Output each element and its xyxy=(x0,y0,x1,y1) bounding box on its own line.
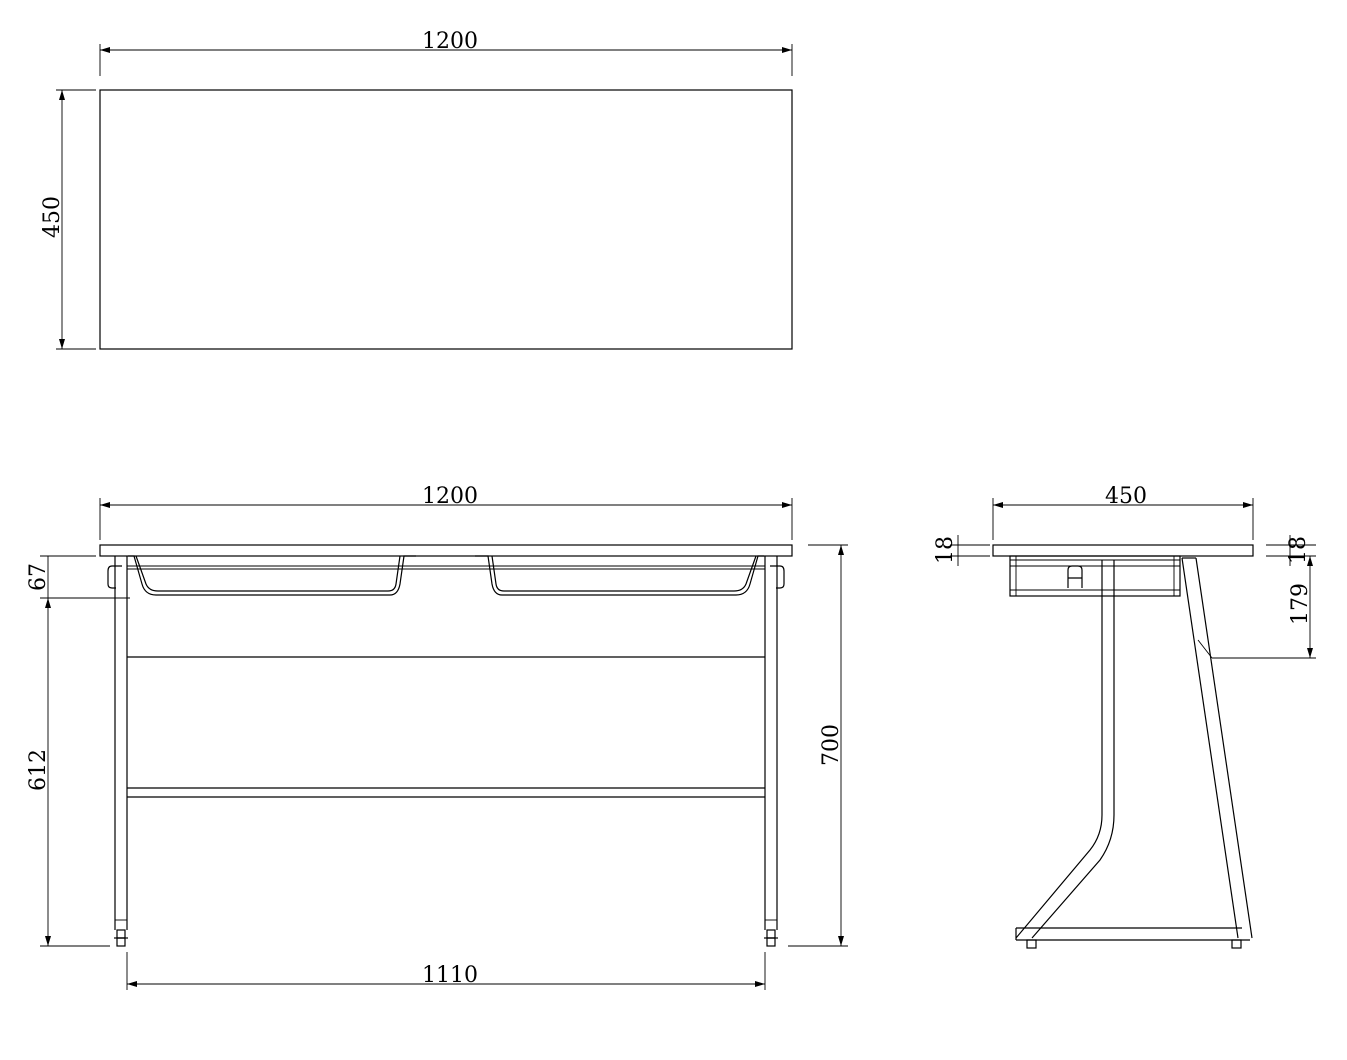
total-height-label: 700 xyxy=(819,724,844,766)
desktop-outline xyxy=(99,89,793,350)
front-left-leg xyxy=(114,556,128,947)
front-width-label: 1200 xyxy=(422,484,478,509)
leg-span-dimension: 1110 xyxy=(126,952,766,990)
side-rear-leg xyxy=(1181,557,1253,939)
side-front-leg xyxy=(1015,560,1115,939)
top-width-dimension: 1200 xyxy=(99,29,793,76)
side-thickness-left-dimension: 18 xyxy=(933,535,990,566)
leg-height-label: 612 xyxy=(26,749,51,791)
side-drawer xyxy=(1009,555,1181,597)
front-view: 1200 67 612 700 1110 xyxy=(26,484,848,990)
left-basket xyxy=(128,555,416,596)
right-hook xyxy=(770,565,785,589)
side-thickness-right-dimension: 18 xyxy=(1266,535,1316,566)
front-right-leg xyxy=(764,556,778,947)
top-depth-dimension: 450 xyxy=(40,89,96,350)
side-leg-offset-label: 179 xyxy=(1288,583,1313,625)
side-depth-label: 450 xyxy=(1105,484,1147,509)
drawer-depth-label: 67 xyxy=(26,563,51,591)
top-depth-label: 450 xyxy=(40,196,65,238)
side-front-foot xyxy=(1026,939,1037,949)
side-base-rail xyxy=(1015,927,1250,941)
side-view: 450 18 18 179 xyxy=(933,484,1316,949)
side-thickness-left-label: 18 xyxy=(933,536,958,564)
total-height-dimension: 700 xyxy=(788,544,848,947)
side-depth-dimension: 450 xyxy=(992,484,1254,540)
front-width-dimension: 1200 xyxy=(99,484,793,540)
side-desktop xyxy=(992,544,1254,557)
left-hook xyxy=(107,565,122,589)
side-thickness-right-label: 18 xyxy=(1286,536,1311,564)
drawer-depth-dimension: 67 xyxy=(26,555,130,599)
leg-height-dimension: 612 xyxy=(26,598,110,947)
side-leg-offset-dimension: 179 xyxy=(1212,556,1316,659)
front-desktop xyxy=(99,544,793,557)
side-rear-foot xyxy=(1231,939,1242,949)
front-lower-rail xyxy=(127,787,765,798)
top-view: 1200 450 xyxy=(40,29,793,350)
top-width-label: 1200 xyxy=(422,29,478,54)
leg-span-label: 1110 xyxy=(422,963,478,988)
side-hook xyxy=(1067,565,1083,588)
right-basket xyxy=(475,555,764,596)
